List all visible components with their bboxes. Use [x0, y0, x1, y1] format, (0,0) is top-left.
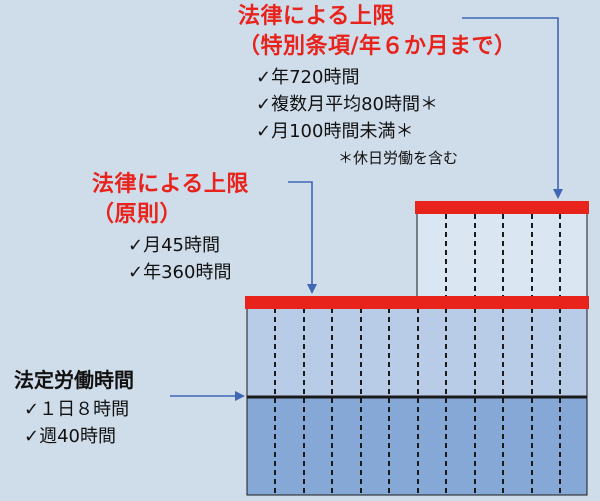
exception-title: 法律による上限: [238, 4, 395, 29]
principle-title: 法律による上限: [92, 172, 249, 197]
statutory-items: ✓１日８時間 ✓週40時間: [24, 396, 134, 450]
principle-items: ✓月45時間 ✓年360時間: [128, 232, 249, 286]
principle-item-monthly: ✓月45時間: [128, 235, 220, 256]
legal-limit-principle-label: 法律による上限 （原則） ✓月45時間 ✓年360時間: [92, 170, 249, 286]
principle-item-yearly: ✓年360時間: [128, 262, 232, 283]
statutory-item-daily: ✓１日８時間: [24, 399, 130, 420]
exception-limit-bar: [415, 201, 589, 214]
exception-note: ＊休日労働を含む: [338, 149, 459, 167]
principle-limit-bar: [245, 296, 589, 309]
main-bar-dividers: [274, 308, 561, 493]
principle-subtitle: （原則）: [92, 202, 183, 227]
statutory-item-weekly: ✓週40時間: [24, 426, 116, 447]
arrow-to-exception-limit: [462, 17, 563, 199]
arrow-to-principle-limit: [288, 181, 317, 294]
exception-item-yearly: ✓年720時間: [256, 67, 360, 88]
exception-items: ✓年720時間 ✓複数月平均80時間＊ ✓月100時間未満＊: [256, 64, 517, 145]
statutory-title: 法定労働時間: [14, 368, 134, 392]
legal-limit-exception-label: 法律による上限 （特別条項/年６か月まで） ✓年720時間 ✓複数月平均80時間…: [238, 2, 517, 169]
exception-subtitle: （特別条項/年６か月まで）: [238, 34, 517, 59]
exception-item-monthly: ✓月100時間未満＊: [256, 121, 414, 142]
exception-bar-dividers: [445, 214, 561, 302]
statutory-hours-label: 法定労働時間 ✓１日８時間 ✓週40時間: [14, 366, 134, 450]
exception-item-multi-month: ✓複数月平均80時間＊: [256, 94, 438, 115]
